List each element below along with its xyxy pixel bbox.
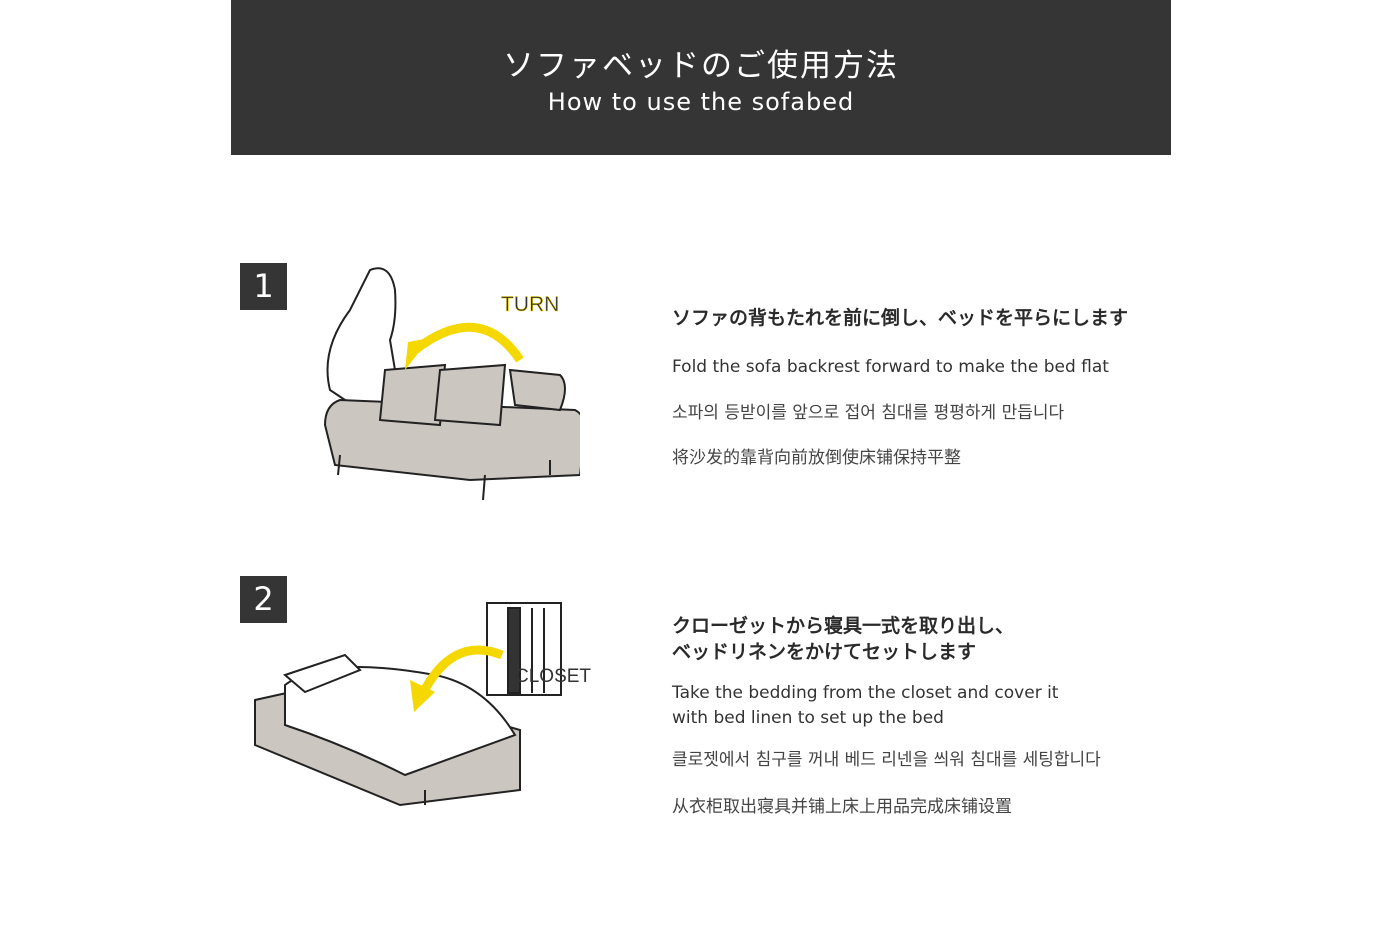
page-title-jp: ソファベッドのご使用方法 (503, 48, 899, 84)
step-2-jp-line1: クローゼットから寝具一式を取り出し、 (672, 615, 1015, 637)
step-2-number: 2 (240, 576, 287, 623)
sofa-fold-illustration (323, 267, 580, 501)
step-2-text: クローゼットから寝具一式を取り出し、 ベッドリネンをかけてセットします Take… (672, 613, 1172, 817)
step-1-text: ソファの背もたれを前に倒し、ベッドを平らにします Fold the sofa b… (672, 305, 1172, 468)
step-1-jp: ソファの背もたれを前に倒し、ベッドを平らにします (672, 307, 1129, 329)
turn-label: TURN (501, 293, 560, 317)
step-2-jp-line2: ベッドリネンをかけてセットします (672, 641, 977, 663)
bed-setup-illustration: CLOSET (254, 602, 591, 807)
page-header: ソファベッドのご使用方法 How to use the sofabed (231, 0, 1171, 155)
step-2-en-line1: Take the bedding from the closet and cov… (672, 683, 1059, 703)
closet-label: CLOSET (515, 666, 591, 687)
step-1-number: 1 (240, 263, 287, 310)
step-1-zh: 将沙发的靠背向前放倒使床铺保持平整 (672, 448, 961, 468)
turn-label-text: TURN (501, 293, 559, 316)
step-1-ko: 소파의 등받이를 앞으로 접어 침대를 평평하게 만듭니다 (672, 403, 1065, 423)
step-2-zh: 从衣柜取出寝具并铺上床上用品完成床铺设置 (672, 797, 1012, 817)
step-2-ko: 클로젯에서 침구를 꺼내 베드 리넨을 씌워 침대를 세팅합니다 (672, 750, 1101, 770)
page-title-en: How to use the sofabed (547, 88, 855, 116)
step-1-en: Fold the sofa backrest forward to make t… (672, 357, 1109, 377)
step-2-en-line2: with bed linen to set up the bed (672, 708, 944, 728)
